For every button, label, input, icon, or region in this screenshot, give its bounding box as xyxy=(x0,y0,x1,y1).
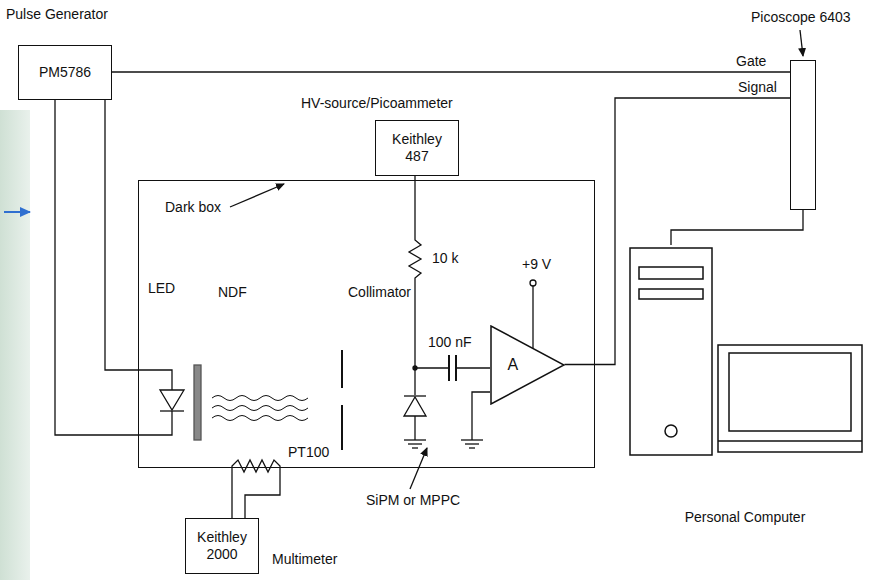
collimator xyxy=(341,350,343,450)
led-symbol xyxy=(160,385,184,422)
node-text: Personal Computer xyxy=(625,509,865,526)
supply-label: +9 V xyxy=(522,256,551,273)
component-label: NDF xyxy=(218,284,247,301)
component-label: PT100 xyxy=(288,444,329,461)
node-text: PM5786 xyxy=(39,64,91,81)
computer-icon: Personal Computer xyxy=(625,245,865,535)
edge-label: Signal xyxy=(736,79,779,95)
leader-arrow xyxy=(800,30,803,56)
node-heading: Picoscope 6403 xyxy=(751,9,851,26)
component-label: SiPM or MPPC xyxy=(366,492,460,509)
computer-drawing xyxy=(625,245,865,485)
component-label: LED xyxy=(148,280,175,297)
node-text: Keithley 2000 xyxy=(190,529,254,563)
hv-source-box: HV-source/PicoammeterKeithley 487 xyxy=(375,120,459,176)
pt100-sensor-wire xyxy=(232,460,280,518)
edge-label: Gate xyxy=(734,53,768,69)
capacitor-symbol xyxy=(413,355,490,381)
node-text: A xyxy=(508,356,519,373)
sipm-symbol xyxy=(404,396,426,448)
page-arrow xyxy=(4,211,30,213)
amplifier-outline xyxy=(490,325,565,405)
node-heading: Dark box xyxy=(165,199,221,216)
leader-arrow xyxy=(410,448,427,489)
dark-box: Dark boxA xyxy=(138,180,595,468)
leader-arrow xyxy=(230,184,284,207)
neutral-density-filter xyxy=(194,365,201,440)
amplifier-triangle: A xyxy=(490,325,565,405)
light-waves xyxy=(212,396,308,421)
node-heading: Pulse Generator xyxy=(6,6,108,23)
page-border-strip xyxy=(0,110,30,580)
ground-symbol xyxy=(461,392,490,448)
node-caption: Multimeter xyxy=(272,551,337,568)
oscilloscope-box: Picoscope 6403 xyxy=(790,60,816,210)
supply-wire xyxy=(532,286,533,348)
component-label: Collimator xyxy=(348,284,411,301)
supply-terminal xyxy=(530,280,536,286)
multimeter-box: Keithley 2000Multimeter xyxy=(185,518,259,574)
value-label: 100 nF xyxy=(428,334,472,351)
pulse-generator-box: Pulse GeneratorPM5786 xyxy=(18,45,112,100)
led-wire xyxy=(55,100,172,435)
signal-wire xyxy=(112,71,790,72)
node-heading: HV-source/Picoammeter xyxy=(301,95,453,112)
signal-wire xyxy=(671,210,803,245)
node-text: Keithley 487 xyxy=(380,131,454,165)
value-label: 10 k xyxy=(432,250,458,267)
